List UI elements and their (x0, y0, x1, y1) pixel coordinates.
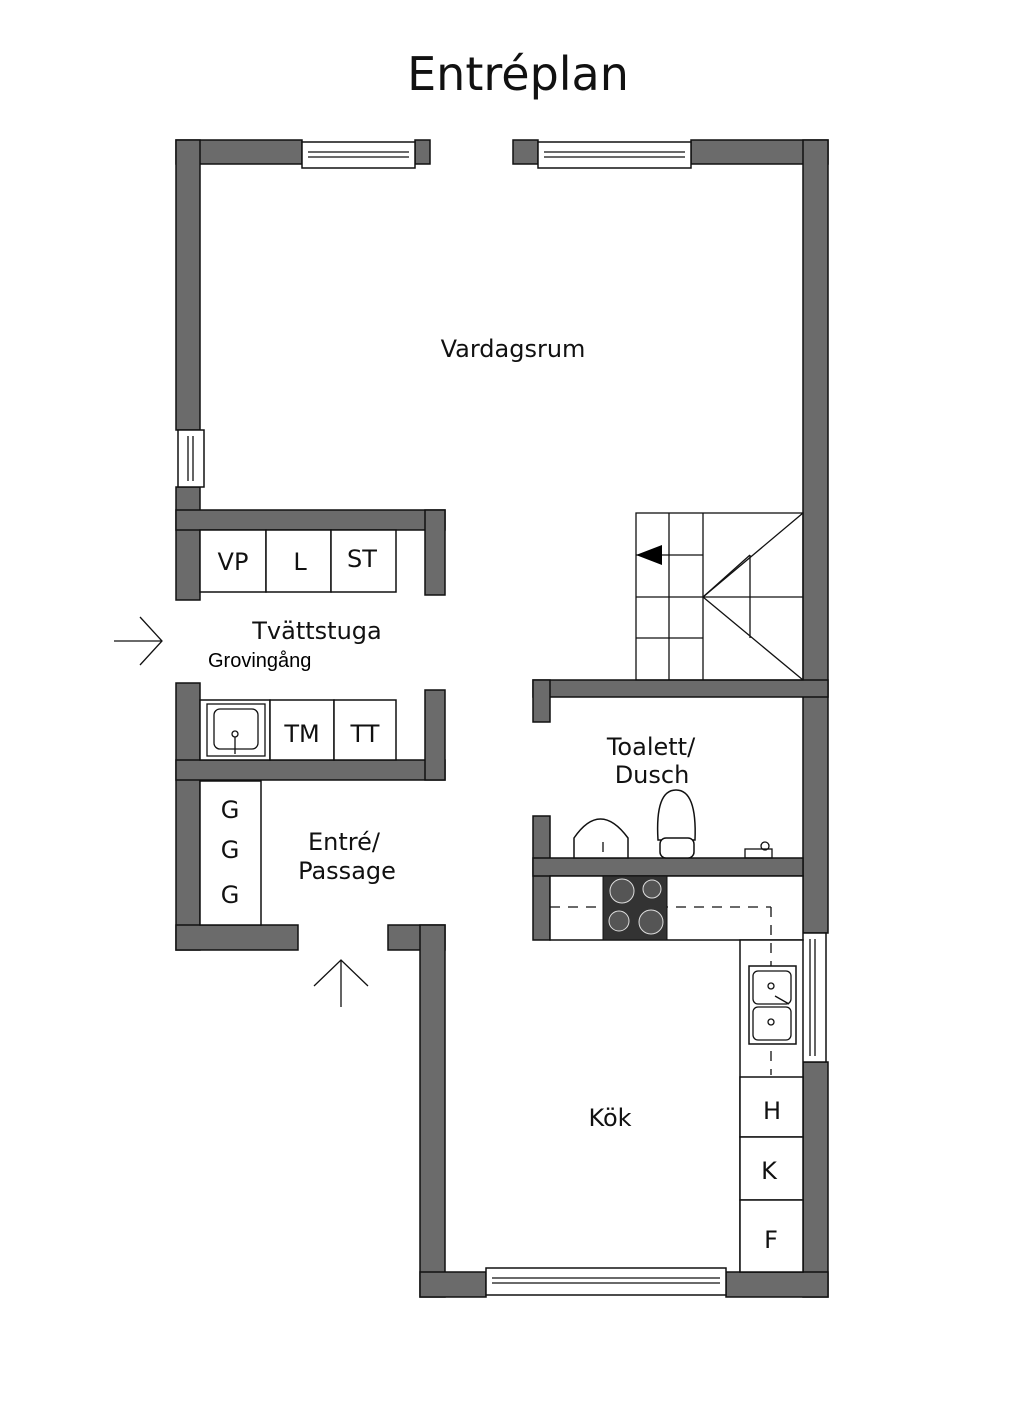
stove-icon (602, 875, 668, 941)
appliance-h: H (763, 1097, 781, 1125)
side-entrance-arrow-icon (114, 616, 163, 666)
room-entre-line1: Entré/ (308, 828, 381, 856)
fixture-tm: TM (283, 720, 319, 748)
wardrobe-g: G (221, 836, 240, 864)
plan-title: Entréplan (407, 47, 629, 101)
kitchen-sink-icon (748, 965, 797, 1045)
stair-direction-arrow-icon (636, 545, 662, 565)
fixture-vp: VP (218, 548, 249, 576)
fixture-st: ST (347, 545, 377, 573)
room-labels: Vardagsrum Tvättstuga Grovingång Entré/ … (208, 335, 696, 1132)
fixture-l: L (293, 548, 307, 576)
appliance-f: F (764, 1226, 778, 1254)
kitchen-fixtures: H K F (549, 875, 804, 1273)
stairs (635, 512, 804, 681)
walls (175, 139, 829, 1298)
room-kok: Kök (588, 1104, 631, 1132)
bathroom-fixtures (573, 789, 773, 859)
washbasin-icon (573, 818, 629, 859)
wardrobe-g: G (221, 881, 240, 909)
wardrobes: G G G (199, 780, 262, 926)
fixture-tt: TT (350, 720, 380, 748)
room-vardagsrum: Vardagsrum (441, 335, 586, 363)
toilet-icon (656, 789, 696, 841)
room-grovingang: Grovingång (208, 650, 311, 672)
front-entrance-arrow-icon (313, 959, 369, 1007)
entrance-arrows (114, 616, 369, 1007)
room-entre-line2: Passage (298, 857, 396, 885)
wardrobe-g: G (221, 796, 240, 824)
appliance-k: K (761, 1157, 778, 1185)
room-toalett-line2: Dusch (615, 761, 690, 789)
laundry-fixtures: VP L ST TM TT (199, 529, 397, 761)
room-toalett-line1: Toalett/ (606, 733, 696, 761)
utility-sink-icon (206, 703, 266, 757)
room-tvattstuga: Tvättstuga (251, 617, 381, 645)
shower-tap-icon (744, 841, 773, 859)
